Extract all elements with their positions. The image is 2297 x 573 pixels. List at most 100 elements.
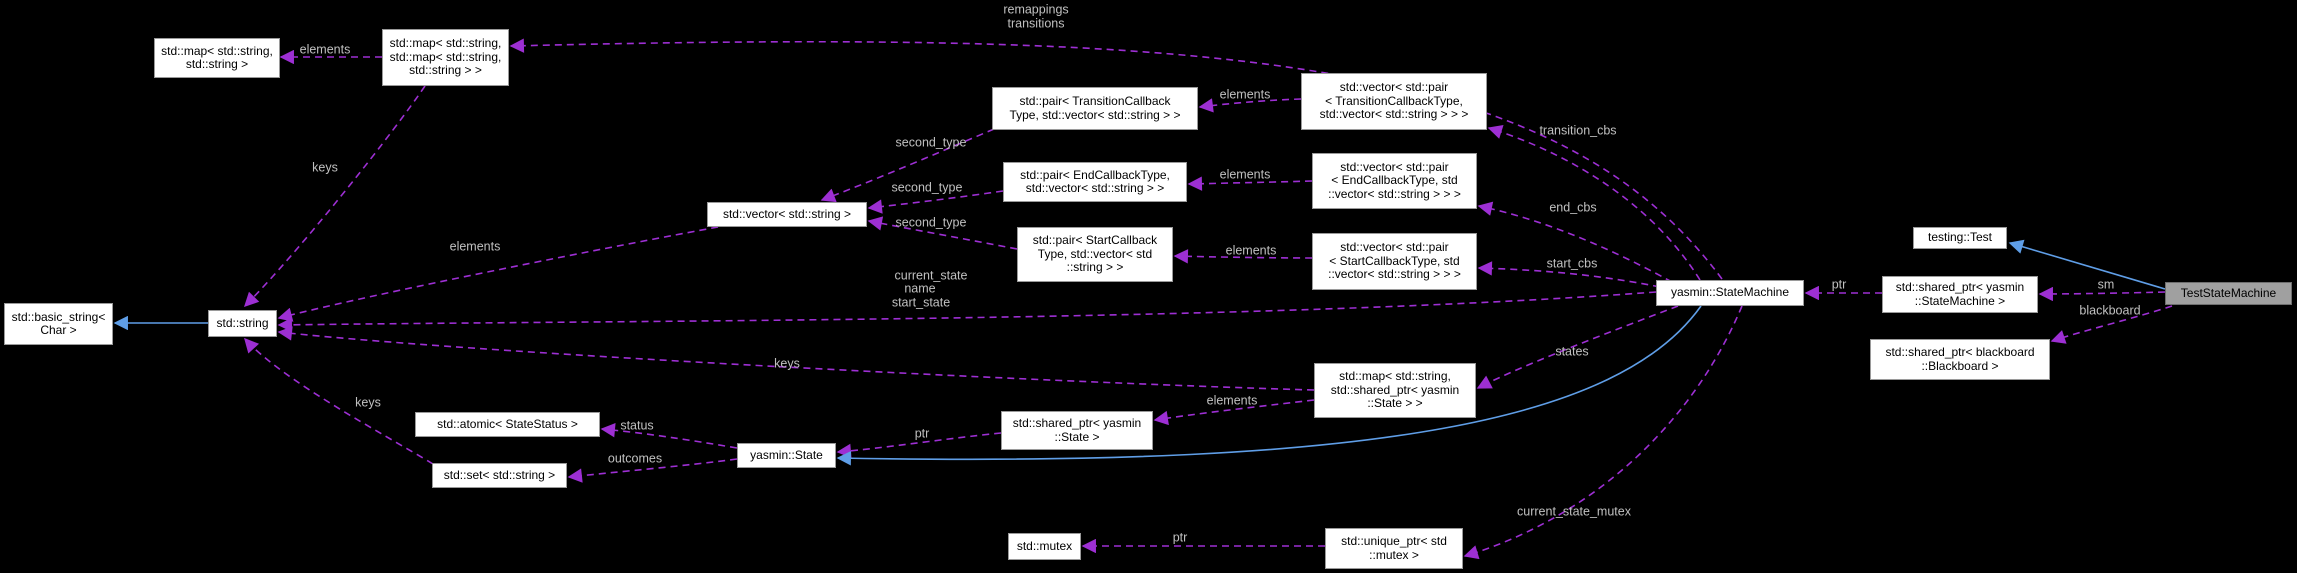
- node-label-line: yasmin::State: [750, 447, 823, 462]
- node-label-line: std::vector< std::pair: [1340, 240, 1449, 255]
- node-label-line: std::map< std::string,: [1339, 369, 1451, 384]
- node-label-line: std::pair< StartCallback: [1032, 233, 1158, 248]
- node-shared-ptr-state[interactable]: std::shared_ptr< yasmin::State >: [1001, 411, 1153, 450]
- node-vector-pair-startcallback[interactable]: std::vector< std::pair< StartCallbackTyp…: [1312, 233, 1477, 290]
- node-label-line: std::shared_ptr< yasmin: [1895, 280, 2025, 294]
- edge-sm-transitioncbs: [1487, 125, 1701, 281]
- edge-sm-inherit-state: [836, 305, 1702, 466]
- node-vector-pair-endcallback[interactable]: std::vector< std::pair< EndCallbackType,…: [1312, 153, 1477, 209]
- node-label-line: std::set< std::string >: [443, 467, 556, 482]
- edge-label-sm-currentstate-name: name: [904, 281, 935, 295]
- edge-vecstring-elements: [277, 226, 719, 322]
- edge-label-mapmap-elements-elements: elements: [300, 42, 351, 56]
- edge-label-set-keys-keys: keys: [355, 395, 381, 409]
- edge-sm-currentstate: [277, 291, 1657, 333]
- node-label-line: < EndCallbackType, std: [1331, 173, 1458, 188]
- node-label-line: std::vector< std::string > > >: [1319, 107, 1469, 122]
- node-label-line: TestStateMachine: [2180, 285, 2277, 300]
- edge-label-sharedstate-ptr-ptr: ptr: [915, 426, 930, 440]
- node-label-line: std::vector< std::pair: [1340, 159, 1449, 174]
- node-label-line: std::mutex: [1016, 538, 1073, 553]
- edge-label-vecstring-elements-elements: elements: [450, 239, 501, 253]
- node-pair-endcallback[interactable]: std::pair< EndCallbackType,std::vector< …: [1003, 162, 1187, 202]
- edge-label-pairtrans-secondtype-second_type: second_type: [896, 135, 967, 149]
- node-label-line: std::vector< std::string > >: [1025, 181, 1165, 195]
- edge-label-sm-currentstate-start_state: start_state: [892, 295, 950, 309]
- node-label-line: std::vector< std::string >: [722, 206, 852, 221]
- node-label-line: Type, std::vector< std::string > >: [1009, 107, 1181, 122]
- node-label-line: std::pair< TransitionCallback: [1019, 94, 1171, 108]
- node-shared-ptr-statemachine[interactable]: std::shared_ptr< yasmin::StateMachine >: [1882, 276, 2038, 313]
- node-label-line: std::map< std::string,: [161, 43, 273, 58]
- node-label-line: std::vector< std::pair: [1339, 80, 1449, 95]
- node-label-line: ::vector< std::string > > >: [1328, 186, 1461, 201]
- node-label-line: < StartCallbackType, std: [1329, 253, 1460, 268]
- edge-vecpairstart-elements: [1173, 249, 1313, 264]
- node-label-line: ::State > >: [1367, 396, 1423, 411]
- edge-mapstates-elements: [1153, 399, 1315, 426]
- node-testing-test[interactable]: testing::Test: [1913, 227, 2007, 249]
- edge-label-vecpairstart-elements-elements: elements: [1226, 243, 1277, 257]
- node-shared-ptr-blackboard[interactable]: std::shared_ptr< blackboard::Blackboard …: [1870, 339, 2050, 380]
- edge-label-sm-currentstatemutex-current_state_mutex: current_state_mutex: [1517, 504, 1632, 518]
- edge-label-vecpairend-elements-elements: elements: [1220, 167, 1271, 181]
- node-map-states[interactable]: std::map< std::string,std::shared_ptr< y…: [1314, 363, 1476, 418]
- node-map-string-string[interactable]: std::map< std::string,std::string >: [154, 38, 280, 78]
- edge-state-outcomes: [567, 458, 738, 483]
- edge-label-state-outcomes-outcomes: outcomes: [608, 451, 662, 465]
- node-label-line: yasmin::StateMachine: [1670, 285, 1790, 300]
- edge-label-sm-remappings-transitions: transitions: [1008, 16, 1065, 30]
- node-string[interactable]: std::string: [208, 310, 277, 337]
- node-label-line: std::atomic< StateStatus >: [437, 416, 578, 431]
- node-map-string-map[interactable]: std::map< std::string,std::map< std::str…: [382, 29, 509, 86]
- node-label-line: std::string: [216, 315, 269, 330]
- edge-sm-endcbs: [1477, 201, 1673, 283]
- node-teststatemachine[interactable]: TestStateMachine: [2165, 282, 2292, 305]
- node-label-line: std::pair< EndCallbackType,: [1020, 167, 1170, 182]
- edge-pairstart-secondtype: [867, 216, 1018, 250]
- edge-label-sm-transitioncbs-transition_cbs: transition_cbs: [1539, 123, 1616, 137]
- edge-set-keys: [244, 337, 434, 465]
- edge-vecpairtrans-elements: [1198, 98, 1302, 113]
- node-label-line: Type, std::vector< std: [1037, 246, 1153, 261]
- node-label-line: std::unique_ptr< std: [1341, 534, 1447, 548]
- edge-label-vecpairtrans-elements-elements: elements: [1220, 87, 1271, 101]
- node-label-line: std::basic_string<: [11, 309, 106, 324]
- edge-sm-currentstatemutex: [1463, 305, 1743, 560]
- edge-mapmap-keys: [243, 85, 426, 308]
- edge-label-sharedsm-ptr-ptr: ptr: [1832, 277, 1847, 291]
- node-mutex[interactable]: std::mutex: [1008, 533, 1081, 560]
- edge-label-mapstates-keys-keys: keys: [774, 356, 800, 370]
- node-label-line: std::string > >: [409, 63, 482, 78]
- edge-label-sm-currentstate-current_state: current_state: [895, 268, 968, 282]
- edge-sharedstate-ptr: [836, 432, 1002, 459]
- edge-label-state-status-status: status: [620, 418, 653, 432]
- edge-label-sm-remappings-remappings: remappings: [1003, 2, 1068, 16]
- node-vector-string[interactable]: std::vector< std::string >: [707, 202, 867, 227]
- edge-tsm-sm: [2038, 286, 2166, 302]
- node-state[interactable]: yasmin::State: [737, 443, 836, 468]
- node-label-line: ::State >: [1054, 429, 1100, 444]
- node-vector-pair-transitioncallback[interactable]: std::vector< std::pair< TransitionCallba…: [1301, 73, 1487, 130]
- node-label-line: Char >: [40, 323, 77, 337]
- node-atomic-statestatus[interactable]: std::atomic< StateStatus >: [415, 412, 600, 437]
- edge-label-sm-endcbs-end_cbs: end_cbs: [1549, 200, 1596, 214]
- node-basic-string[interactable]: std::basic_string<Char >: [4, 303, 113, 345]
- node-label-line: std::string >: [185, 57, 249, 71]
- edge-pairend-secondtype: [867, 190, 1004, 214]
- edge-label-pairend-secondtype-second_type: second_type: [892, 180, 963, 194]
- node-label-line: std::shared_ptr< yasmin: [1012, 416, 1142, 430]
- node-label-line: ::StateMachine >: [1914, 293, 2006, 308]
- edge-label-tsm-blackboard-blackboard: blackboard: [2079, 303, 2140, 317]
- node-set-string[interactable]: std::set< std::string >: [432, 463, 567, 488]
- node-unique-ptr-mutex[interactable]: std::unique_ptr< std::mutex >: [1325, 528, 1463, 569]
- node-statemachine[interactable]: yasmin::StateMachine: [1656, 280, 1804, 306]
- edge-tsm-inherit-test: [2008, 239, 2166, 290]
- edge-label-mapmap-keys-keys: keys: [312, 160, 338, 174]
- node-label-line: testing::Test: [1927, 230, 1993, 245]
- node-label-line: ::string > >: [1066, 260, 1124, 275]
- edge-label-mapstates-elements-elements: elements: [1207, 393, 1258, 407]
